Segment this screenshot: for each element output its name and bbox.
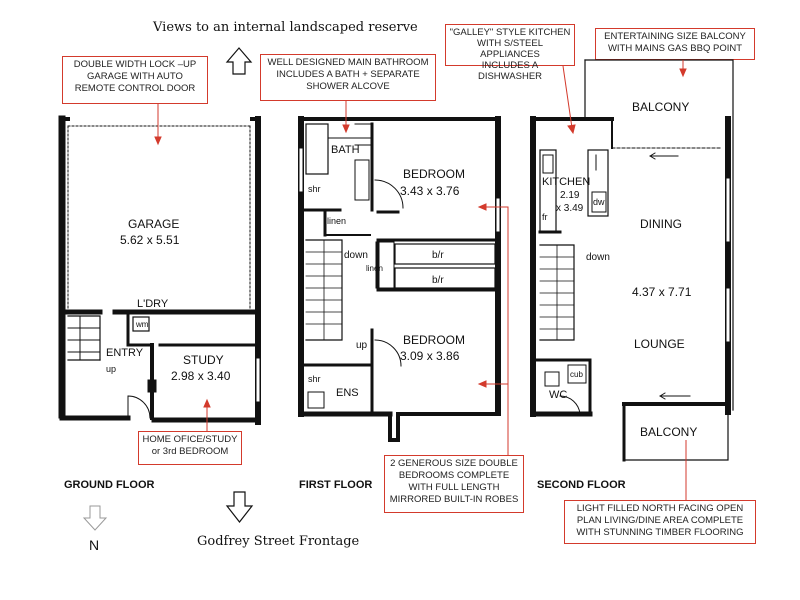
entry-label: ENTRY bbox=[106, 347, 144, 359]
first-floor-plan bbox=[298, 116, 501, 442]
bedroom2-label: BEDROOM bbox=[403, 333, 465, 347]
shr-label-ens: shr bbox=[308, 374, 321, 384]
bedroom1-label: BEDROOM bbox=[403, 167, 465, 181]
laundry-label: L'DRY bbox=[137, 298, 169, 310]
linen-label-1: linen bbox=[327, 216, 346, 226]
wm-label: wm bbox=[135, 320, 149, 329]
up-label-first: up bbox=[356, 340, 368, 351]
garage-size: 5.62 x 5.51 bbox=[120, 233, 180, 247]
kitchen-label: KITCHEN bbox=[542, 176, 590, 188]
balcony-bottom-label: BALCONY bbox=[640, 425, 697, 439]
cub-label: cub bbox=[570, 370, 583, 379]
down-label-second: down bbox=[586, 252, 610, 263]
bir-label-2: b/r bbox=[432, 275, 444, 286]
study-label: STUDY bbox=[183, 353, 224, 367]
up-label-ground: up bbox=[106, 364, 116, 374]
up-arrow-icon bbox=[225, 47, 253, 75]
lounge-label: LOUNGE bbox=[634, 337, 685, 351]
living-size: 4.37 x 7.71 bbox=[632, 285, 692, 299]
kitchen-size-2: x 3.49 bbox=[556, 203, 584, 214]
linen-label-2: linen bbox=[366, 264, 383, 273]
bedroom2-size: 3.09 x 3.86 bbox=[400, 349, 460, 363]
dining-label: DINING bbox=[640, 217, 682, 231]
ground-floor-plan bbox=[58, 115, 261, 425]
kitchen-size-1: 2.19 bbox=[560, 190, 580, 201]
bedroom1-size: 3.43 x 3.76 bbox=[400, 184, 460, 198]
down-label-first: down bbox=[344, 250, 368, 261]
ground-floor-label: GROUND FLOOR bbox=[64, 479, 155, 491]
north-label: N bbox=[89, 537, 100, 553]
wc-label: WC bbox=[549, 389, 567, 401]
bottom-caption: Godfrey Street Frontage bbox=[197, 534, 360, 549]
fr-label: fr bbox=[542, 212, 548, 222]
garage-label: GARAGE bbox=[128, 217, 179, 231]
first-floor-label: FIRST FLOOR bbox=[299, 479, 373, 491]
study-size: 2.98 x 3.40 bbox=[171, 369, 231, 383]
balcony-top-label: BALCONY bbox=[632, 100, 689, 114]
arrow-left-icon bbox=[649, 152, 679, 160]
second-floor-plan bbox=[530, 59, 734, 462]
bir-label-1: b/r bbox=[432, 250, 444, 261]
shr-label-first: shr bbox=[308, 184, 321, 194]
arrow-left-icon-2 bbox=[659, 392, 691, 400]
north-arrow-icon bbox=[82, 505, 108, 531]
second-floor-label: SECOND FLOOR bbox=[537, 479, 626, 491]
ens-label: ENS bbox=[336, 387, 359, 399]
dw-label: dw bbox=[593, 197, 605, 207]
down-arrow-icon bbox=[225, 491, 254, 523]
bath-label: BATH bbox=[331, 144, 360, 156]
top-caption: Views to an internal landscaped reserve bbox=[153, 20, 418, 35]
